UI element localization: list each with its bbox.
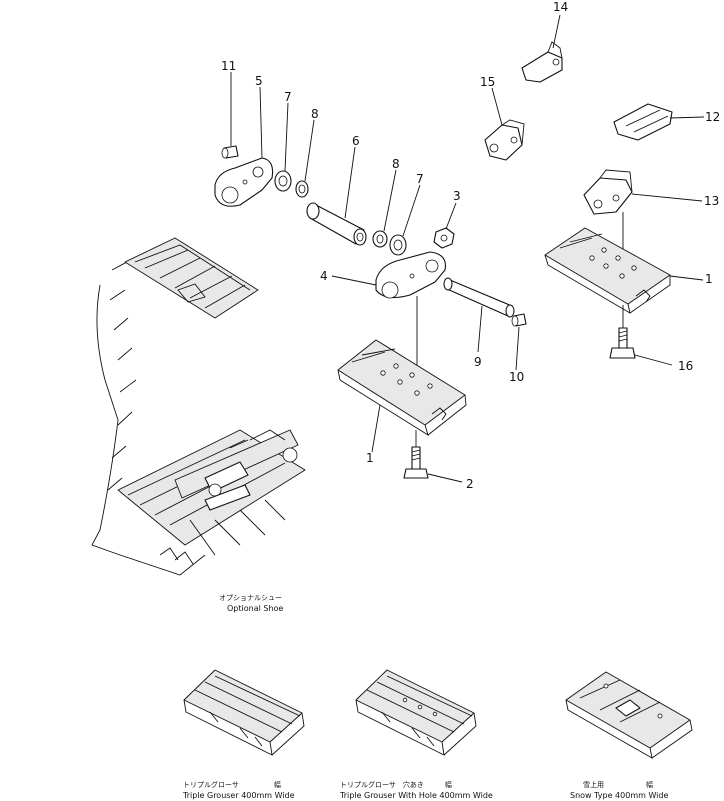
snow-type-caption-en: Snow Type 400mm Wide <box>570 791 668 800</box>
callout-7-left: 7 <box>284 90 292 104</box>
callout-1-right: 1 <box>705 272 713 286</box>
part-11-pin <box>221 72 239 159</box>
callout-7-right: 7 <box>416 172 424 186</box>
part-2-bolt <box>403 446 463 483</box>
part-8-spacer-left <box>295 119 315 198</box>
part-7-seal-right <box>389 184 421 256</box>
part-5-link <box>214 86 274 207</box>
callout-4: 4 <box>320 269 328 283</box>
part-1-shoe-right <box>544 227 704 330</box>
part-15-bracket <box>484 87 525 161</box>
callout-8-left: 8 <box>311 107 319 121</box>
part-10-collar <box>511 313 527 371</box>
callout-11: 11 <box>221 59 236 73</box>
callout-10: 10 <box>509 370 524 384</box>
callout-9: 9 <box>474 355 482 369</box>
optional-shoe-caption-jp: オプショナルシュー <box>219 594 282 602</box>
part-8-spacer-right <box>372 169 397 248</box>
optional-shoe-snow-type <box>565 671 693 759</box>
part-3-nut <box>433 202 457 249</box>
part-number-callouts: 14 11 5 15 7 8 12 6 8 7 3 13 4 1 9 16 10… <box>221 0 720 491</box>
part-9-pin <box>443 277 515 353</box>
callout-2: 2 <box>466 477 474 491</box>
callout-5: 5 <box>255 74 263 88</box>
part-12-cleat <box>613 103 705 141</box>
part-6-bushing <box>306 146 367 246</box>
triple-grouser-hole-caption-en: Triple Grouser With Hole 400mm Wide <box>339 791 493 800</box>
callout-6: 6 <box>352 134 360 148</box>
optional-shoe-caption-en: Optional Shoe <box>227 604 283 613</box>
part-13-clip <box>583 169 703 265</box>
callout-3: 3 <box>453 189 461 203</box>
triple-grouser-caption-jp: トリプルグローサ 幅 <box>183 780 281 789</box>
callout-16: 16 <box>678 359 693 373</box>
callout-1-center: 1 <box>366 451 374 465</box>
callout-12: 12 <box>705 110 720 124</box>
part-16-bolt <box>609 327 673 366</box>
part-1-shoe-center <box>337 339 467 460</box>
optional-shoe-triple-grouser-with-hole <box>355 669 477 756</box>
callout-13: 13 <box>704 194 719 208</box>
snow-type-caption-jp: 雪上用 幅 <box>583 780 653 789</box>
track-assembly-illustration <box>91 237 306 576</box>
triple-grouser-hole-caption-jp: トリプルグローサ 穴あき 幅 <box>340 780 452 789</box>
part-4-link <box>331 251 446 386</box>
callout-8-right: 8 <box>392 157 400 171</box>
callout-15: 15 <box>480 75 495 89</box>
part-7-seal-left <box>274 102 292 192</box>
part-14-clip <box>521 14 563 83</box>
optional-shoe-triple-grouser <box>183 669 305 756</box>
triple-grouser-caption-en: Triple Grouser 400mm Wide <box>182 791 295 800</box>
callout-14: 14 <box>553 0 568 14</box>
captions: オプショナルシュー Optional Shoe トリプルグローサ 幅 Tripl… <box>182 594 668 800</box>
